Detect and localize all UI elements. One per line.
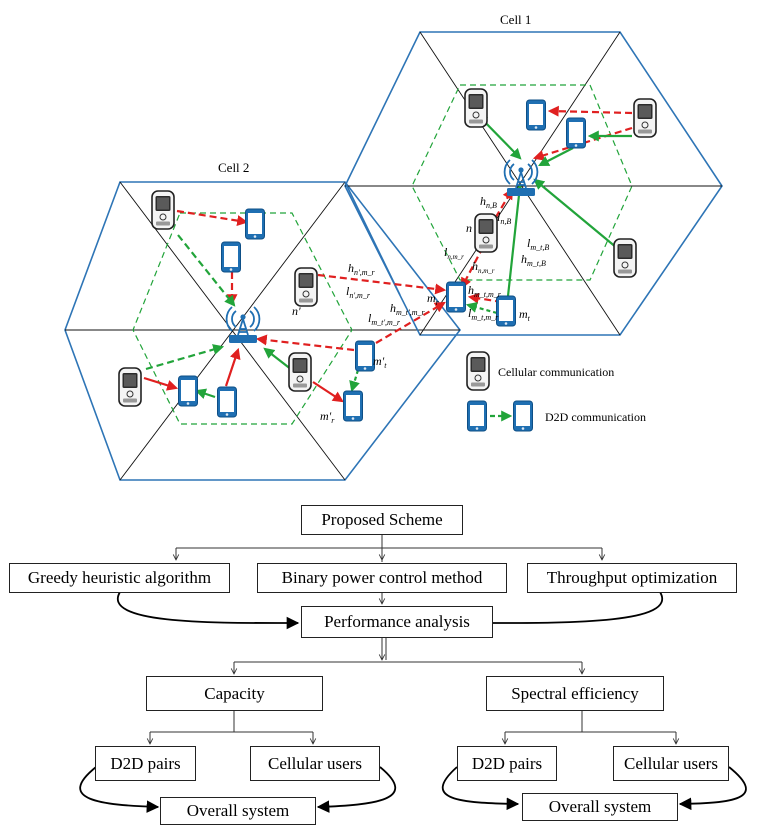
smartphone-icon: [355, 340, 375, 372]
mobile-phone-icon: [118, 367, 142, 407]
node-labels: n mr mt n' m't m'r: [292, 221, 531, 425]
svg-text:lm_t,B: lm_t,B: [527, 236, 549, 252]
svg-text:hm_t',m_r: hm_t',m_r: [390, 301, 425, 317]
svg-text:ln',m_r: ln',m_r: [346, 284, 371, 300]
capacity-box: Capacity: [146, 676, 323, 711]
flowchart-curves: [79, 591, 747, 813]
smartphone-icon: [526, 99, 546, 131]
svg-text:hn',m_r: hn',m_r: [348, 261, 375, 277]
flowchart-connectors: [150, 534, 676, 744]
left-overall-system-box: Overall system: [160, 797, 316, 825]
cell-1-label: Cell 1: [500, 12, 531, 27]
smartphone-icon: [467, 400, 487, 432]
smartphone-icon: [221, 241, 241, 273]
svg-text:n: n: [466, 221, 472, 235]
svg-text:lm_t',m_r: lm_t',m_r: [368, 311, 401, 327]
binary-power-control-box: Binary power control method: [257, 563, 507, 593]
svg-text:mr: mr: [427, 291, 440, 307]
mobile-phone-icon: [464, 88, 488, 128]
lte-enb-tower-icon: [503, 159, 539, 197]
svg-text:lm_t,m_r: lm_t,m_r: [468, 306, 499, 322]
cell-boundary-line: [344, 181, 401, 296]
spectral-efficiency-box: Spectral efficiency: [486, 676, 664, 711]
right-cellular-users-box: Cellular users: [613, 746, 729, 781]
legend-cellular-label: Cellular communication: [498, 365, 614, 379]
svg-text:m'r: m'r: [320, 409, 335, 425]
smartphone-icon: [496, 295, 516, 327]
smartphone-icon: [343, 390, 363, 422]
svg-text:ln,m_r: ln,m_r: [444, 245, 464, 261]
right-overall-system-box: Overall system: [522, 793, 678, 821]
smartphone-icon: [446, 281, 466, 313]
mobile-phone-icon: [474, 213, 498, 253]
channel-labels: hn,B ln,B lm_t,B hm_t,B ln,m_r hn,m_r hm…: [346, 194, 549, 327]
mobile-phone-icon: [613, 238, 637, 278]
performance-analysis-box: Performance analysis: [301, 606, 493, 638]
cell-2-label: Cell 2: [218, 160, 249, 175]
smartphone-icon: [245, 208, 265, 240]
mobile-phone-icon: [288, 352, 312, 392]
svg-text:hm_t,m_r: hm_t,m_r: [468, 283, 502, 299]
mobile-phone-icon: [466, 351, 490, 391]
smartphone-icon: [513, 400, 533, 432]
svg-text:hn,m_r: hn,m_r: [472, 259, 495, 275]
proposed-scheme-box: Proposed Scheme: [301, 505, 463, 535]
svg-text:m't: m't: [373, 354, 387, 370]
right-d2d-pairs-box: D2D pairs: [457, 746, 557, 781]
svg-text:ln,B: ln,B: [497, 210, 511, 226]
legend: Cellular communication D2D communication: [466, 351, 646, 432]
mobile-phone-icon: [633, 98, 657, 138]
svg-text:hn,B: hn,B: [480, 194, 497, 210]
greedy-heuristic-box: Greedy heuristic algorithm: [9, 563, 230, 593]
svg-text:n': n': [292, 304, 301, 318]
svg-text:mt: mt: [519, 307, 531, 323]
left-d2d-pairs-box: D2D pairs: [95, 746, 196, 781]
svg-text:hm_t,B: hm_t,B: [521, 252, 546, 268]
lte-enb-tower-icon: [225, 306, 261, 344]
smartphone-icon: [566, 117, 586, 149]
throughput-optimization-box: Throughput optimization: [527, 563, 737, 593]
legend-d2d-label: D2D communication: [545, 410, 646, 424]
cell-2-links: [143, 209, 447, 403]
smartphone-icon: [178, 375, 198, 407]
mobile-phone-icon: [294, 267, 318, 307]
left-cellular-users-box: Cellular users: [250, 746, 380, 781]
smartphone-icon: [217, 386, 237, 418]
cell-1-links: [460, 105, 633, 315]
mobile-phone-icon: [151, 190, 175, 230]
